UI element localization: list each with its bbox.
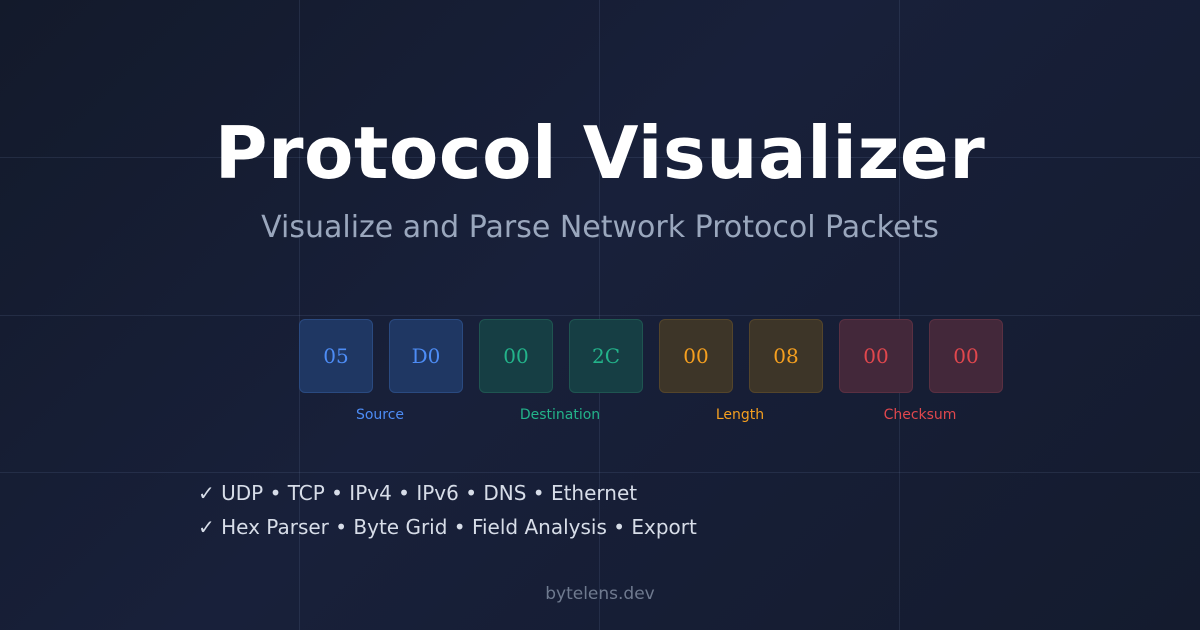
- byte-cell: 08: [749, 319, 823, 393]
- feature-list-protocols: ✓ UDP • TCP • IPv4 • IPv6 • DNS • Ethern…: [198, 481, 638, 505]
- byte-cell: 2C: [569, 319, 643, 393]
- grid-line: [0, 315, 1200, 316]
- field-label-checksum: Checksum: [883, 407, 957, 423]
- feature-list-tools: ✓ Hex Parser • Byte Grid • Field Analysi…: [198, 515, 697, 539]
- grid-line: [899, 0, 900, 630]
- page-subtitle: Visualize and Parse Network Protocol Pac…: [261, 210, 939, 245]
- site-url: bytelens.dev: [545, 584, 655, 604]
- field-label-destination: Destination: [519, 407, 601, 423]
- byte-cell: 00: [659, 319, 733, 393]
- byte-cell: 05: [299, 319, 373, 393]
- grid-line: [0, 472, 1200, 473]
- byte-cell: D0: [389, 319, 463, 393]
- page-title: Protocol Visualizer: [214, 111, 986, 195]
- byte-cell: 00: [929, 319, 1003, 393]
- byte-cell: 00: [479, 319, 553, 393]
- grid-line: [0, 157, 1200, 158]
- field-label-source: Source: [355, 407, 405, 423]
- grid-line: [599, 0, 600, 630]
- byte-cell: 00: [839, 319, 913, 393]
- byte-grid: 05 D0 00 2C 00 08 00 00 Source Destinati…: [299, 319, 1003, 429]
- grid-line: [299, 0, 300, 630]
- field-label-length: Length: [715, 407, 765, 423]
